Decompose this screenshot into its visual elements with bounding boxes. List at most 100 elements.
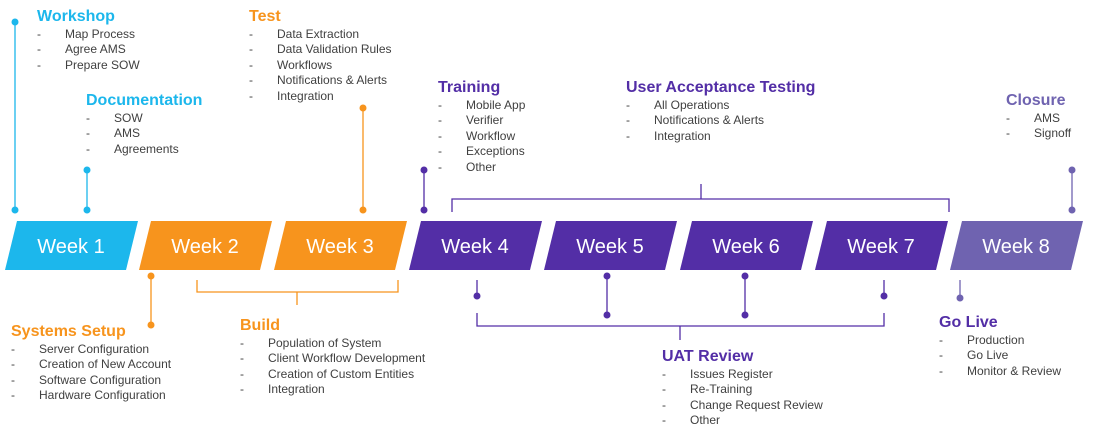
list-item: Creation of New Account — [11, 357, 171, 373]
systems-setup-dot-top — [147, 272, 155, 280]
week-8-label: Week 8 — [982, 236, 1049, 258]
uat-review-block: UAT Review Issues Register Re-Training C… — [662, 347, 823, 429]
systems-setup-block: Systems Setup Server Configuration Creat… — [11, 322, 171, 404]
workshop-dot-top — [11, 18, 19, 26]
list-item: Hardware Configuration — [11, 388, 171, 404]
list-item: Workflow — [438, 129, 525, 145]
list-item: Notifications & Alerts — [626, 113, 815, 129]
uat-review-dot-6 — [880, 292, 888, 300]
documentation-dot-top — [83, 166, 91, 174]
week-5-label: Week 5 — [576, 236, 643, 258]
week-7-label: Week 7 — [847, 236, 914, 258]
list-item: Software Configuration — [11, 373, 171, 389]
uat-review-dot-1 — [473, 292, 481, 300]
systems-setup-list: Server Configuration Creation of New Acc… — [11, 342, 171, 404]
week-bar: Week 1 Week 2 Week 3 Week 4 Week 5 Week … — [5, 221, 1083, 270]
list-item: Workflows — [249, 58, 392, 74]
list-item: Creation of Custom Entities — [240, 367, 425, 383]
documentation-dot-bottom — [83, 206, 91, 214]
week-7-shape — [815, 221, 948, 270]
closure-block: Closure AMS Signoff — [1006, 91, 1071, 142]
build-list: Population of System Client Workflow Dev… — [240, 336, 425, 398]
list-item: Data Extraction — [249, 27, 392, 43]
week-3-label: Week 3 — [306, 236, 373, 258]
list-item: Integration — [240, 382, 425, 398]
week-4-shape — [409, 221, 542, 270]
list-item: Change Request Review — [662, 398, 823, 414]
workshop-dot-bottom — [11, 206, 19, 214]
build-block: Build Population of System Client Workfl… — [240, 316, 425, 398]
list-item: Issues Register — [662, 367, 823, 383]
closure-dot-bottom — [1068, 206, 1076, 214]
test-block: Test Data Extraction Data Validation Rul… — [249, 7, 392, 104]
list-item: AMS — [86, 126, 202, 142]
closure-dot-top — [1068, 166, 1076, 174]
week-5-shape — [544, 221, 677, 270]
list-item: Integration — [626, 129, 815, 145]
uat-review-bracket — [476, 313, 885, 340]
week-2-label: Week 2 — [171, 236, 238, 258]
list-item: Re-Training — [662, 382, 823, 398]
training-dot-top — [420, 166, 428, 174]
training-block: Training Mobile App Verifier Workflow Ex… — [438, 78, 525, 175]
training-list: Mobile App Verifier Workflow Exceptions … — [438, 98, 525, 175]
uat-review-dot-2 — [603, 272, 611, 280]
list-item: Exceptions — [438, 144, 525, 160]
training-dot-bottom — [420, 206, 428, 214]
go-live-block: Go Live Production Go Live Monitor & Rev… — [939, 313, 1061, 380]
week-6-shape — [680, 221, 813, 270]
list-item: Agree AMS — [37, 42, 140, 58]
uat-list: All Operations Notifications & Alerts In… — [626, 98, 815, 145]
test-list: Data Extraction Data Validation Rules Wo… — [249, 27, 392, 104]
uat-review-dot-3 — [603, 311, 611, 319]
list-item: Monitor & Review — [939, 364, 1061, 380]
week-6-label: Week 6 — [712, 236, 779, 258]
week-8-shape — [950, 221, 1083, 270]
documentation-title: Documentation — [86, 92, 203, 109]
build-bracket — [196, 280, 399, 305]
workshop-list: Map Process Agree AMS Prepare SOW — [37, 27, 140, 74]
list-item: Client Workflow Development — [240, 351, 425, 367]
list-item: AMS — [1006, 111, 1071, 127]
go-live-dot — [956, 294, 964, 302]
uat-review-dot-4 — [741, 272, 749, 280]
uat-review-title: UAT Review — [662, 348, 754, 365]
systems-setup-title: Systems Setup — [11, 323, 126, 340]
connector-lines — [11, 18, 1076, 340]
training-title: Training — [438, 79, 501, 96]
test-title: Test — [249, 8, 281, 25]
go-live-title: Go Live — [939, 314, 998, 331]
list-item: SOW — [86, 111, 202, 127]
list-item: Integration — [249, 89, 392, 105]
uat-block: User Acceptance Testing All Operations N… — [626, 78, 816, 145]
list-item: Map Process — [37, 27, 140, 43]
list-item: Agreements — [86, 142, 202, 158]
week-1-shape — [5, 221, 138, 270]
week-1-label: Week 1 — [37, 236, 104, 258]
list-item: Verifier — [438, 113, 525, 129]
uat-review-dot-5 — [741, 311, 749, 319]
week-3-shape — [274, 221, 407, 270]
documentation-block: Documentation SOW AMS Agreements — [86, 91, 203, 158]
systems-setup-dot-bottom — [147, 321, 155, 329]
list-item: Mobile App — [438, 98, 525, 114]
list-item: Production — [939, 333, 1061, 349]
list-item: Prepare SOW — [37, 58, 140, 74]
list-item: Population of System — [240, 336, 425, 352]
week-2-shape — [139, 221, 272, 270]
go-live-list: Production Go Live Monitor & Review — [939, 333, 1061, 380]
list-item: All Operations — [626, 98, 815, 114]
build-title: Build — [240, 317, 280, 334]
uat-review-list: Issues Register Re-Training Change Reque… — [662, 367, 823, 429]
list-item: Go Live — [939, 348, 1061, 364]
workshop-block: Workshop Map Process Agree AMS Prepare S… — [37, 7, 140, 74]
uat-bracket — [451, 184, 950, 212]
list-item: Notifications & Alerts — [249, 73, 392, 89]
list-item: Signoff — [1006, 126, 1071, 142]
closure-title: Closure — [1006, 92, 1066, 109]
documentation-list: SOW AMS Agreements — [86, 111, 202, 158]
uat-title: User Acceptance Testing — [626, 79, 816, 96]
closure-list: AMS Signoff — [1006, 111, 1071, 142]
test-dot-bottom — [359, 206, 367, 214]
